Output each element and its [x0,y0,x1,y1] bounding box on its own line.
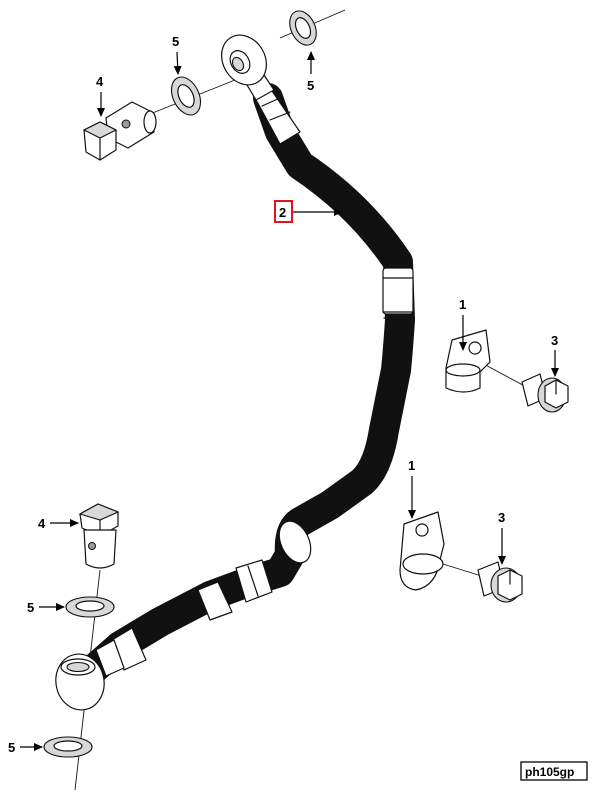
callout-bolt-lower: 3 [498,510,505,525]
callout-clip-upper: 1 [459,297,466,312]
hose-assembly [55,34,415,711]
flange-bolt-upper [521,373,569,413]
washer-lower-a [65,596,115,618]
callout-washer-top-left: 5 [172,34,179,49]
callout-washer-top-right: 5 [307,78,314,93]
callout-banjo-bolt-lower: 4 [38,516,46,531]
callout-bolt-upper: 3 [551,333,558,348]
callout-washer-lower-b: 5 [8,740,15,755]
hose-callout-box [274,200,293,223]
flange-bolt-lower [477,561,523,603]
callout-washer-lower-a: 5 [27,600,34,615]
callout-clip-lower: 1 [408,458,415,473]
callout-banjo-bolt-upper: 4 [96,74,104,89]
washer-top-left [170,76,202,116]
clip-lower [399,511,445,591]
banjo-bolt-upper [82,101,157,161]
reference-code: ph105gp [520,761,588,781]
callout-hose: 2 [279,205,286,220]
clip-upper [445,329,491,393]
washer-top-right [289,10,317,46]
banjo-bolt-lower [78,503,120,569]
reference-code-text: ph105gp [525,765,574,779]
washer-lower-b [43,736,93,758]
callouts: 4 5 5 2 1 3 1 3 4 5 5 [8,34,559,755]
